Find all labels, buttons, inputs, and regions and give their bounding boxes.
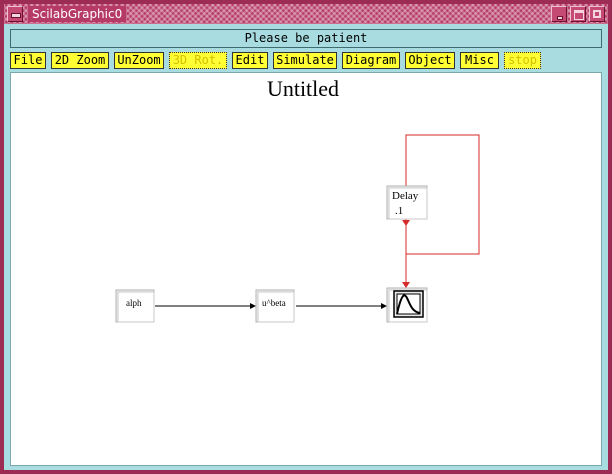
block-u-beta[interactable]: u^beta [255,289,295,323]
menu-diagram[interactable]: Diagram [342,52,400,69]
block-alph[interactable]: alph [115,289,155,323]
title-bar[interactable]: ScilabGraphic0 [4,4,608,24]
menu-simulate[interactable]: Simulate [273,52,337,69]
block-scope[interactable] [386,287,428,323]
window-menu-icon[interactable] [7,6,23,22]
maximize-icon[interactable] [570,6,586,22]
menu-stop[interactable]: stop [504,52,541,69]
status-message: Please be patient [10,29,602,48]
diagram-canvas[interactable] [10,72,602,466]
minimize-icon[interactable] [551,6,567,22]
block-u-beta-label: u^beta [262,298,286,308]
scope-event-arrow [402,282,410,288]
close-icon[interactable] [589,6,605,22]
window-title: ScilabGraphic0 [28,6,127,22]
menu-file[interactable]: File [10,52,46,69]
block-alph-label: alph [126,298,142,308]
menu-bar: File 2D Zoom UnZoom 3D Rot. Edit Simulat… [10,52,602,70]
menu-2d-zoom[interactable]: 2D Zoom [51,52,109,69]
diagram-title: Untitled [266,76,340,101]
block-delay-value: .1 [395,205,403,217]
menu-misc[interactable]: Misc [460,52,499,69]
block-delay-label: Delay [392,190,419,202]
menu-unzoom[interactable]: UnZoom [114,52,164,69]
menu-edit[interactable]: Edit [232,52,268,69]
scope-icon [393,290,424,318]
menu-3d-rot[interactable]: 3D Rot. [169,52,227,69]
event-output-arrow [402,220,410,226]
menu-object[interactable]: Object [405,52,455,69]
block-delay[interactable]: Delay .1 [386,185,428,220]
